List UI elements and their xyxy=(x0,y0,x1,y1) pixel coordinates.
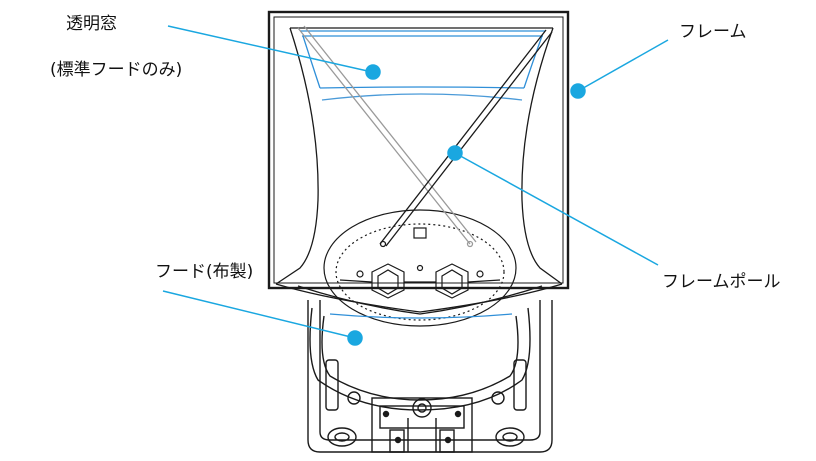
inner-ring xyxy=(323,209,517,327)
callout-line-pole xyxy=(454,152,659,266)
frame-poles xyxy=(297,25,553,248)
callout-dot-frame xyxy=(570,83,586,99)
callout-line-window xyxy=(167,25,373,73)
label-hood: フード(布製) xyxy=(155,262,254,282)
transparent-window xyxy=(300,30,545,101)
label-window-note: (標準フードのみ) xyxy=(50,60,183,80)
callout-dot-hood xyxy=(347,330,363,346)
label-frame-pole: フレームポール xyxy=(662,272,781,292)
hood-seam xyxy=(329,313,513,319)
hood-lower-bowl xyxy=(309,307,531,411)
callout-dot-window xyxy=(365,64,381,80)
label-transparent-window: 透明窓 xyxy=(66,14,117,34)
device-base xyxy=(307,300,553,453)
hood-outline xyxy=(275,27,563,315)
outer-frame xyxy=(267,10,570,290)
callout-line-frame xyxy=(577,39,669,92)
label-frame: フレーム xyxy=(679,22,747,42)
callouts xyxy=(162,25,669,346)
callout-dot-pole xyxy=(447,145,463,161)
callout-line-hood xyxy=(162,290,356,339)
